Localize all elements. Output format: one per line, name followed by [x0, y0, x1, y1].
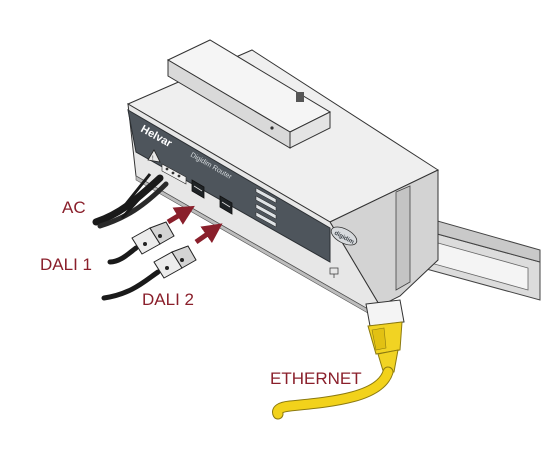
svg-text:!: !	[152, 156, 154, 162]
dali2-label: DALI 2	[142, 290, 194, 309]
dali1-label: DALI 1	[40, 255, 92, 274]
ac-label: AC	[62, 198, 86, 217]
dali1-port	[191, 179, 205, 199]
ethernet-label: ETHERNET	[270, 369, 362, 388]
ethernet-connector	[365, 299, 405, 375]
dali1-arrow	[166, 205, 195, 225]
router-body	[126, 39, 440, 321]
dali1-plug	[107, 221, 175, 265]
ac-cable	[92, 173, 169, 229]
status-led-buttons	[255, 187, 277, 228]
warning-icon: !	[147, 149, 161, 163]
ac-terminal-block	[161, 163, 187, 185]
dali2-arrow	[194, 223, 223, 245]
dali2-port	[219, 195, 233, 215]
top-clip	[296, 92, 304, 102]
dali2-plug	[101, 245, 197, 301]
network-port-icon	[329, 267, 339, 278]
